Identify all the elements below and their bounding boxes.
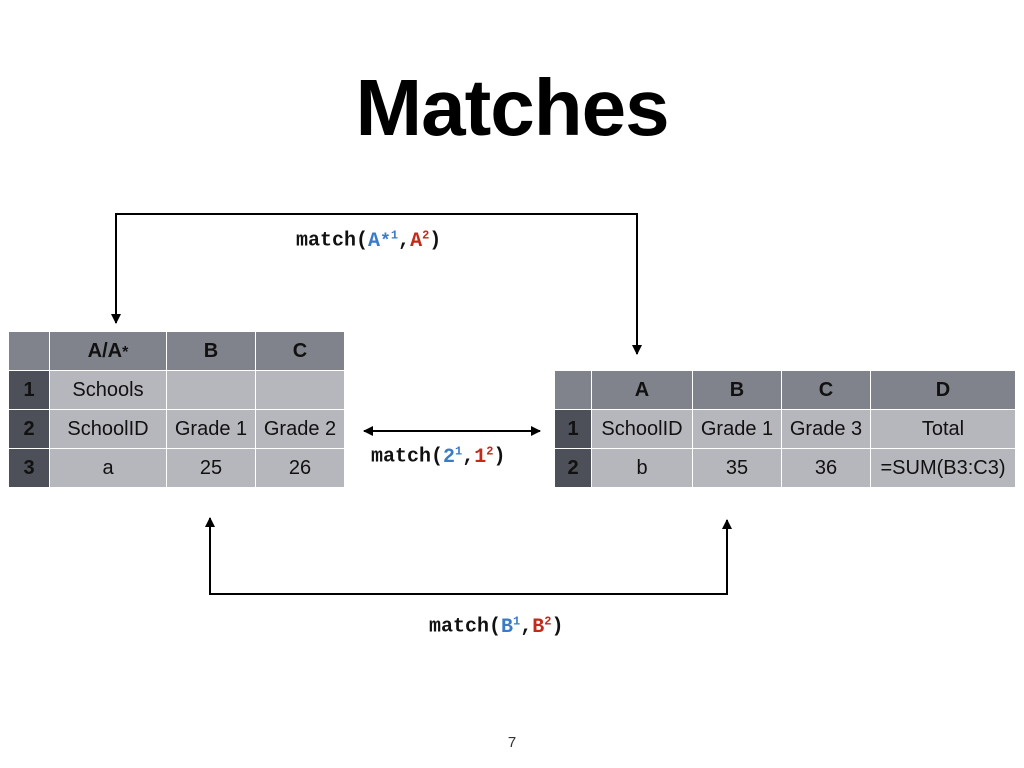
formula-top: match(A*1,A2) <box>296 228 442 253</box>
table-cell: Grade 1 <box>166 409 256 449</box>
table-cell <box>166 370 256 410</box>
row-number: 3 <box>8 448 50 488</box>
table-cell: 26 <box>255 448 345 488</box>
page-number: 7 <box>507 734 517 751</box>
row-number: 1 <box>554 409 592 449</box>
column-header: D <box>870 370 1016 410</box>
table-cell: SchoolID <box>591 409 693 449</box>
table-cell: SchoolID <box>49 409 167 449</box>
table-cell: Grade 3 <box>781 409 871 449</box>
table-cell: Grade 1 <box>692 409 782 449</box>
formula-bottom: match(B1,B2) <box>429 614 564 639</box>
top-connector <box>115 213 642 355</box>
table-cell: a <box>49 448 167 488</box>
table-cell: =SUM(B3:C3) <box>870 448 1016 488</box>
table-cell: Grade 2 <box>255 409 345 449</box>
column-header: C <box>255 331 345 371</box>
column-header: A/A* <box>49 331 167 371</box>
row-number: 2 <box>554 448 592 488</box>
corner-cell <box>554 370 592 410</box>
table-cell <box>255 370 345 410</box>
left-sheet-table: A/A* B C 1 Schools 2 SchoolID Grade 1 Gr… <box>8 331 345 488</box>
slide-title: Matches <box>355 63 669 152</box>
right-sheet-table: A B C D 1 SchoolID Grade 1 Grade 3 Total… <box>554 370 1016 488</box>
row-number: 2 <box>8 409 50 449</box>
table-cell: Schools <box>49 370 167 410</box>
table-cell: b <box>591 448 693 488</box>
bottom-connector <box>209 519 732 595</box>
table-cell: Total <box>870 409 1016 449</box>
formula-middle: match(21,12) <box>371 444 506 469</box>
table-cell: 25 <box>166 448 256 488</box>
column-header: C <box>781 370 871 410</box>
corner-cell <box>8 331 50 371</box>
column-header: A <box>591 370 693 410</box>
column-header: B <box>166 331 256 371</box>
row-number: 1 <box>8 370 50 410</box>
table-cell: 36 <box>781 448 871 488</box>
column-header: B <box>692 370 782 410</box>
table-cell: 35 <box>692 448 782 488</box>
